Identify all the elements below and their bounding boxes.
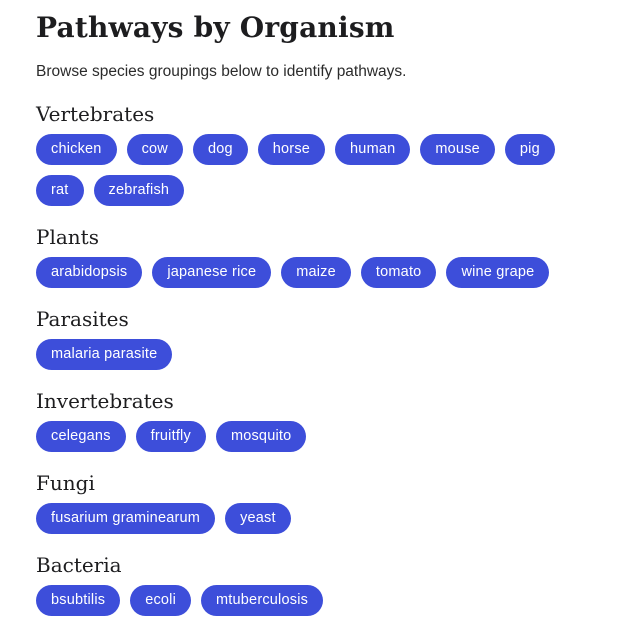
organism-pill-horse[interactable]: horse: [257, 133, 326, 165]
organism-pill-zebrafish[interactable]: zebrafish: [93, 174, 185, 206]
section-heading-bacteria: Bacteria: [36, 552, 122, 577]
organism-pill-pig[interactable]: pig: [504, 133, 555, 165]
organism-pill-tomato[interactable]: tomato: [360, 256, 437, 288]
organism-section-bacteria: Bacteria bsubtilis ecoli mtuberculosis: [36, 553, 601, 616]
organism-pill-row: malaria parasite: [36, 338, 601, 370]
organism-pill-bsubtilis[interactable]: bsubtilis: [36, 584, 121, 616]
organism-section-invertebrates: Invertebrates celegans fruitfly mosquito: [36, 389, 601, 452]
page-title: Pathways by Organism: [36, 11, 395, 44]
organism-pill-wine-grape[interactable]: wine grape: [446, 256, 550, 288]
organism-pill-dog[interactable]: dog: [192, 133, 248, 165]
organism-pill-mtuberculosis[interactable]: mtuberculosis: [201, 584, 324, 616]
organism-pill-ecoli[interactable]: ecoli: [130, 584, 192, 616]
organism-pill-chicken[interactable]: chicken: [36, 133, 117, 165]
organism-pill-rat[interactable]: rat: [36, 174, 84, 206]
organism-pill-row: celegans fruitfly mosquito: [36, 420, 601, 452]
organism-pill-mouse[interactable]: mouse: [420, 133, 495, 165]
organism-pill-malaria-parasite[interactable]: malaria parasite: [36, 338, 173, 370]
organism-pill-arabidopsis[interactable]: arabidopsis: [36, 256, 143, 288]
section-heading-fungi: Fungi: [36, 470, 95, 495]
organism-pill-mosquito[interactable]: mosquito: [215, 420, 307, 452]
section-heading-plants: Plants: [36, 224, 99, 249]
organism-section-parasites: Parasites malaria parasite: [36, 307, 601, 370]
page-subtitle: Browse species groupings below to identi…: [36, 63, 407, 81]
organism-pill-row: fusarium graminearum yeast: [36, 502, 601, 534]
section-heading-parasites: Parasites: [36, 306, 129, 331]
organism-pill-fusarium-graminearum[interactable]: fusarium graminearum: [36, 502, 216, 534]
organism-pill-human[interactable]: human: [335, 133, 411, 165]
organism-pill-cow[interactable]: cow: [126, 133, 183, 165]
organism-section-plants: Plants arabidopsis japanese rice maize toma…: [36, 225, 601, 288]
organism-pill-yeast[interactable]: yeast: [225, 502, 291, 534]
organism-pill-row: arabidopsis japanese rice maize tomato wine …: [36, 256, 601, 288]
organism-pill-maize[interactable]: maize: [281, 256, 351, 288]
organism-section-fungi: Fungi fusarium graminearum yeast: [36, 471, 601, 534]
organism-pill-fruitfly[interactable]: fruitfly: [135, 420, 206, 452]
organism-pill-celegans[interactable]: celegans: [36, 420, 126, 452]
section-heading-invertebrates: Invertebrates: [36, 388, 174, 413]
organism-pill-row: bsubtilis ecoli mtuberculosis: [36, 584, 601, 616]
organism-pill-japanese-rice[interactable]: japanese rice: [152, 256, 272, 288]
section-heading-vertebrates: Vertebrates: [36, 101, 155, 126]
